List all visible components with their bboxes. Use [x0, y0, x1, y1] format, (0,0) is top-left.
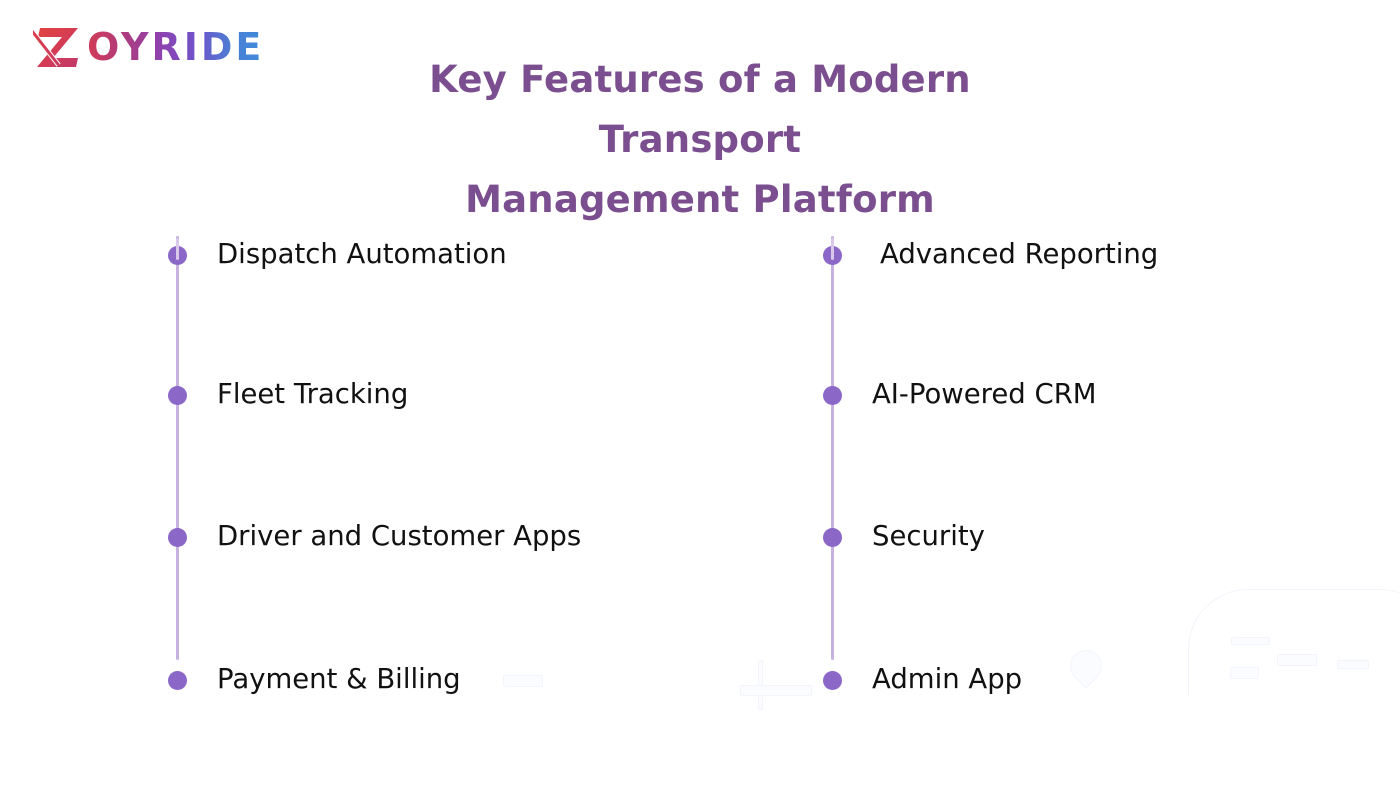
timeline-rail — [831, 236, 834, 660]
bullet-dot-icon — [823, 670, 842, 690]
feature-label: Payment & Billing — [217, 663, 461, 696]
page-title-line-1: Key Features of a Modern Transport — [429, 58, 971, 161]
watermark-rect — [1230, 667, 1259, 679]
page-title-line-2: Management Platform — [465, 177, 935, 221]
watermark-plate — [740, 685, 812, 696]
z-logo-mark-icon — [33, 27, 78, 67]
bullet-dot-icon — [168, 385, 187, 405]
watermark-bar-b — [1337, 660, 1369, 669]
watermark-bar-a — [1277, 654, 1317, 666]
feature-label: AI-Powered CRM — [872, 378, 1097, 411]
bullet-dot-icon — [168, 527, 187, 547]
bullet-dot-icon — [823, 385, 842, 405]
rail-cap — [831, 238, 834, 260]
feature-label: Advanced Reporting — [880, 238, 1159, 271]
feature-label: Admin App — [872, 663, 1023, 696]
feature-label: Dispatch Automation — [217, 238, 507, 271]
rail-cap — [176, 238, 179, 260]
bullet-dot-icon — [823, 527, 842, 547]
timeline-rail — [176, 236, 179, 660]
brand-wordmark: OYRIDE — [87, 25, 265, 69]
page-title: Key Features of a Modern Transport Manag… — [330, 50, 1070, 230]
watermark-map-pin-icon — [1063, 643, 1109, 689]
watermark-strip — [758, 660, 763, 710]
watermark-small-bar — [503, 675, 543, 687]
watermark-bar-c — [1231, 637, 1270, 645]
feature-label: Security — [872, 520, 985, 553]
watermark-cloud-shape — [1188, 589, 1400, 695]
feature-label: Fleet Tracking — [217, 378, 409, 411]
brand-logo[interactable]: OYRIDE — [33, 21, 264, 73]
feature-label: Driver and Customer Apps — [217, 520, 582, 553]
bullet-dot-icon — [168, 670, 187, 690]
